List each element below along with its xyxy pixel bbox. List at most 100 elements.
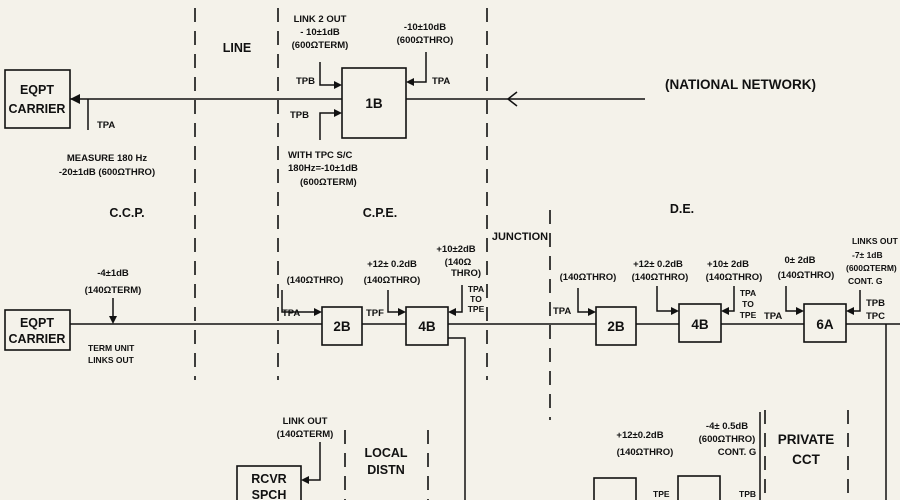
de-tpa-to-tpe-arrowhead — [721, 307, 729, 315]
cpe-tpf-connector — [387, 290, 398, 313]
cpe-tpa-to-tpe-connector — [455, 285, 463, 313]
rcvr-spch-line1: RCVR — [251, 472, 286, 486]
link2-out-line2: - 10±1dB — [300, 27, 340, 38]
private-cct-box-left — [593, 477, 637, 500]
box-2b-de-label: 2B — [607, 319, 625, 334]
de-tpa-arrowhead — [588, 308, 596, 316]
de-tpa-connector — [577, 288, 588, 313]
cpe-10-line2: (140Ω — [445, 257, 472, 268]
de-tpa-label: TPA — [553, 306, 571, 317]
box-1b-label: 1B — [365, 96, 383, 111]
tpa-upper-connector — [412, 52, 427, 83]
private-cct-line1: PRIVATE — [778, 432, 835, 447]
cpe-10-line3: THRO) — [451, 268, 481, 279]
link-out-bottom-arrowhead — [301, 476, 309, 484]
links-out-arrowhead — [846, 307, 854, 315]
with-tpc-line2: 180Hz=-10±1dB — [288, 163, 358, 174]
cpe-tpa-to-tpe-arrowhead — [448, 308, 456, 316]
national-network-label: (NATIONAL NETWORK) — [665, 77, 816, 92]
with-tpc-line3: (600ΩTERM) — [300, 177, 357, 188]
cpe-12-line2: (140ΩTHRO) — [364, 275, 421, 286]
eqpt-carrier-top-line1: EQPT — [20, 83, 54, 97]
de-tpa2-label: TPA — [764, 311, 782, 322]
tpb-bottom-label: TPB — [739, 489, 756, 499]
pc-12-line2: (140ΩTHRO) — [617, 447, 674, 458]
cpe-10-line1: +10±2dB — [436, 244, 475, 255]
de-tpa-to-tpe-connector — [728, 286, 735, 312]
tpb-upper-connector — [319, 62, 336, 86]
with-tpc-line1: WITH TPC S/C — [288, 150, 353, 161]
signal-arrow-into-carrier — [70, 94, 80, 104]
tpa-carrier-label: TPA — [97, 120, 115, 131]
private-cct-line2: CCT — [792, 452, 820, 467]
eqpt-carrier-top-line2: CARRIER — [9, 102, 66, 116]
local-distn-feed-line — [448, 337, 466, 500]
eqpt-carrier-top-box — [4, 69, 71, 129]
term-level-line1: -4±1dB — [97, 268, 129, 279]
de-12-line2: (140ΩTHRO) — [632, 272, 689, 283]
links-out-line3: (600ΩTERM) — [846, 263, 897, 273]
links-out-connector — [854, 290, 861, 312]
link-out-bottom-line2: (140ΩTERM) — [277, 429, 334, 440]
tpb-tpc-line2: TPC — [866, 311, 885, 322]
private-cct-box-right — [677, 475, 721, 500]
link-out-bottom-line1: LINK OUT — [283, 416, 328, 427]
eqpt-carrier-bottom-line1: EQPT — [20, 316, 54, 330]
pc-12-line1: +12±0.2dB — [616, 430, 663, 441]
box-2b-de — [595, 306, 637, 346]
de-tpa-to-tpe-line3: TPE — [740, 310, 757, 320]
local-distn-line1: LOCAL — [364, 446, 407, 460]
tpb-upper-arrowhead — [334, 81, 342, 89]
cpe-140-thro-a: (140ΩTHRO) — [287, 275, 344, 286]
de-12-arrowhead — [671, 307, 679, 315]
de-0-connector — [785, 286, 796, 312]
link2-out-line3: (600ΩTERM) — [292, 40, 349, 51]
de-0-line2: (140ΩTHRO) — [778, 270, 835, 281]
zone-label-line: LINE — [223, 41, 251, 55]
zone-label-junction: JUNCTION — [492, 231, 548, 243]
box-6a — [803, 303, 847, 343]
measure-line2: -20±1dB (600ΩTHRO) — [59, 167, 155, 178]
box-4b-cpe — [405, 306, 449, 346]
tpe-bottom-label: TPE — [653, 489, 670, 499]
box-1b — [341, 67, 407, 139]
tpb-lower-label: TPB — [290, 110, 309, 121]
link2-out-line1: LINK 2 OUT — [294, 14, 347, 25]
local-distn-line2: DISTN — [367, 463, 405, 477]
term-level-line2: (140ΩTERM) — [85, 285, 142, 296]
cpe-tpa-to-tpe-line3: TPE — [468, 304, 485, 314]
cpe-tpa-to-tpe-line2: TO — [470, 294, 482, 304]
zone-label-de: D.E. — [670, 202, 694, 216]
de-12-connector — [656, 286, 671, 312]
zone-label-ccp: C.C.P. — [109, 206, 144, 220]
level-top-right-line2: (600ΩTHRO) — [397, 35, 454, 46]
de-12-line1: +12± 0.2dB — [633, 259, 683, 270]
tpb-lower-connector — [319, 112, 336, 140]
box-2b-cpe-label: 2B — [333, 319, 351, 334]
cpe-tpa-label: TPA — [282, 308, 300, 319]
rcvr-spch-box — [236, 465, 302, 500]
link-out-bottom-connector — [309, 442, 321, 481]
signal-arrow-from-network — [506, 91, 518, 107]
box-2b-cpe — [321, 306, 363, 346]
de-140-thro: (140ΩTHRO) — [560, 272, 617, 283]
links-out-line4: CONT. G — [848, 276, 883, 286]
de-10-line1: +10± 2dB — [707, 259, 749, 270]
zone-label-cpe: C.P.E. — [363, 206, 398, 220]
pc-4-line3: CONT. G — [718, 447, 757, 458]
term-unit-line2: LINKS OUT — [88, 355, 135, 365]
de-10-line2: (140ΩTHRO) — [706, 272, 763, 283]
de-tpa-to-tpe-line1: TPA — [740, 288, 756, 298]
links-out-line1: LINKS OUT — [852, 236, 899, 246]
term-level-arrowhead — [109, 316, 117, 324]
measure-line1: MEASURE 180 Hz — [67, 153, 147, 164]
de-0-arrowhead — [796, 307, 804, 315]
pc-4-line2: (600ΩTHRO) — [699, 434, 756, 445]
box-4b-de-label: 4B — [691, 317, 709, 332]
tpb-tpc-line1: TPB — [866, 298, 885, 309]
cpe-tpf-label: TPF — [366, 308, 384, 319]
tpa-upper-label: TPA — [432, 76, 450, 87]
cpe-tpf-arrowhead — [398, 308, 406, 316]
box-4b-cpe-label: 4B — [418, 319, 436, 334]
